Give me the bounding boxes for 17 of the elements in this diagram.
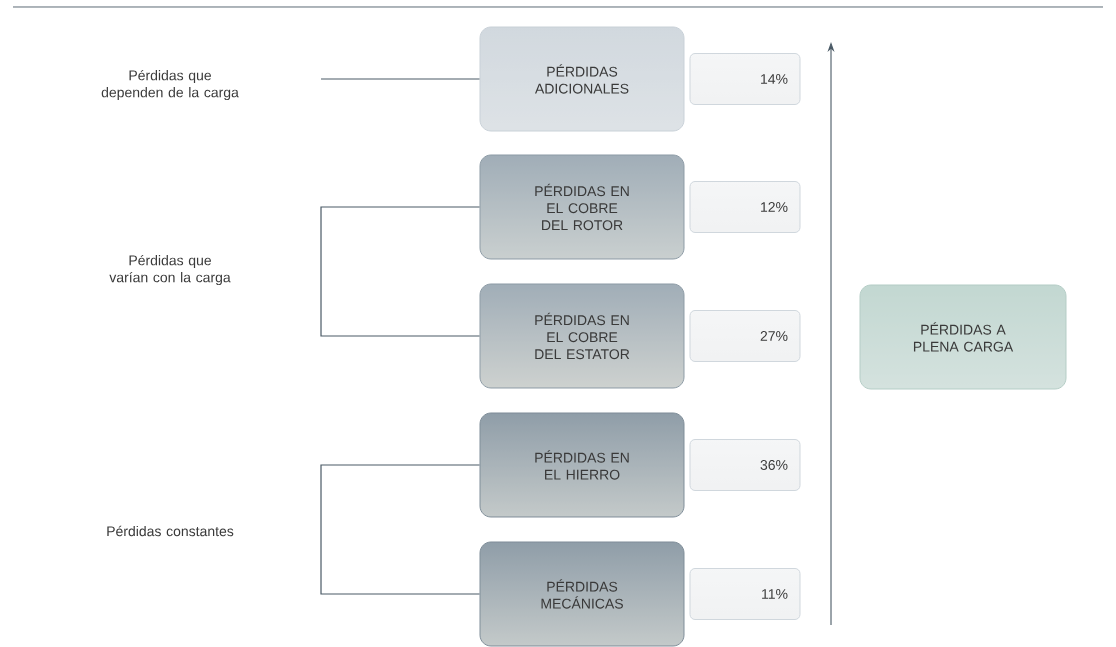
loss-box: PÉRDIDAS ADICIONALES bbox=[479, 26, 685, 132]
connector-line bbox=[320, 206, 481, 337]
group-label: Pérdidas que varían con la carga bbox=[109, 254, 231, 286]
percent-box: 11% bbox=[689, 568, 801, 620]
loss-box: PÉRDIDAS EN EL HIERRO bbox=[479, 412, 685, 518]
group-label: Pérdidas que dependen de la carga bbox=[101, 69, 239, 101]
connector-line bbox=[320, 464, 481, 595]
percent-box: 14% bbox=[689, 53, 801, 105]
loss-box: PÉRDIDAS MECÁNICAS bbox=[479, 541, 685, 647]
percent-box: 36% bbox=[689, 439, 801, 491]
total-box: PÉRDIDAS A PLENA CARGA bbox=[859, 284, 1067, 390]
percent-box: 12% bbox=[689, 181, 801, 233]
connector-line bbox=[320, 78, 481, 80]
group-label: Pérdidas constantes bbox=[107, 525, 234, 537]
loss-box: PÉRDIDAS EN EL COBRE DEL ESTATOR bbox=[479, 283, 685, 389]
percent-box: 27% bbox=[689, 310, 801, 362]
loss-box: PÉRDIDAS EN EL COBRE DEL ROTOR bbox=[479, 154, 685, 260]
